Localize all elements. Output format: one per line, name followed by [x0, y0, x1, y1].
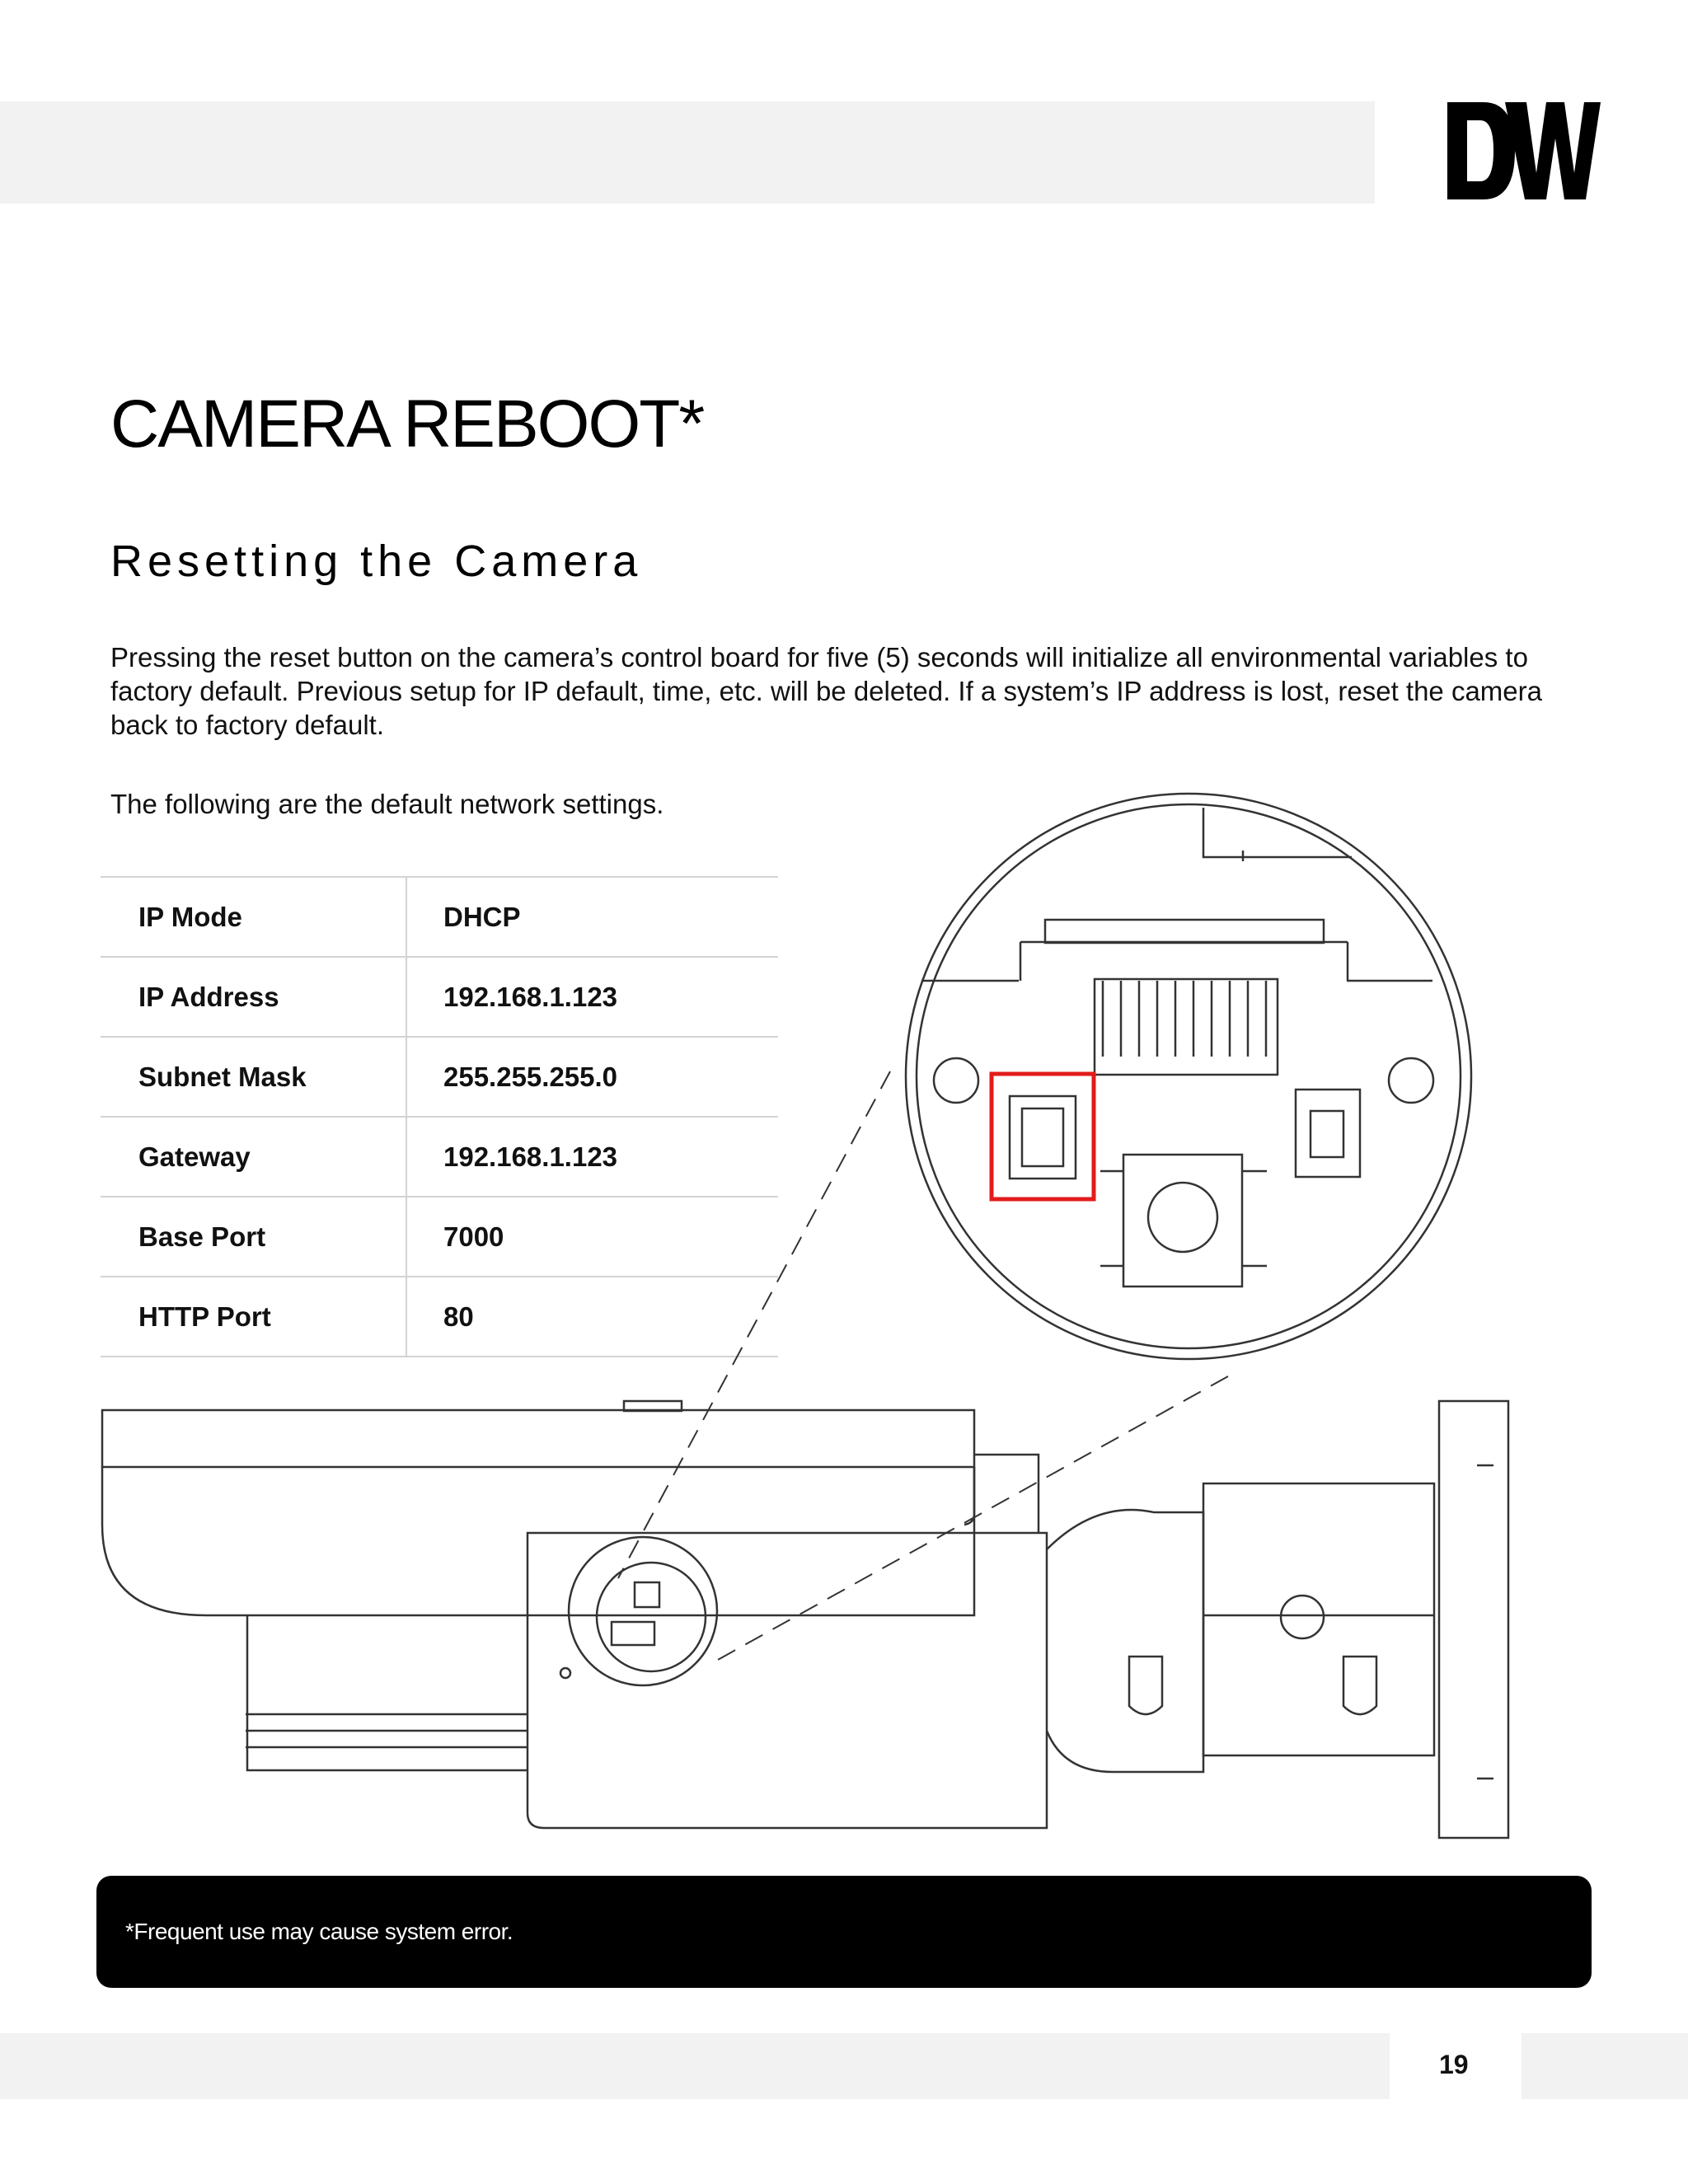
footnote-bar: *Frequent use may cause system error.	[96, 1876, 1592, 1988]
setting-value: 80	[406, 1276, 778, 1357]
guide-line-right	[708, 1376, 1229, 1666]
reset-button-outer	[1008, 1094, 1077, 1180]
footnote-text: *Frequent use may cause system error.	[125, 1919, 513, 1944]
footer-band-left	[0, 2033, 1390, 2099]
setting-value: 7000	[406, 1196, 778, 1277]
footer-band-right	[1522, 2033, 1688, 2099]
page-title: CAMERA REBOOT*	[110, 387, 705, 462]
connector-base	[1019, 940, 1349, 981]
body-paragraph: Pressing the reset button on the camera’…	[110, 642, 1542, 740]
adjust-knob	[622, 1399, 683, 1413]
mount-hole-left	[932, 1057, 980, 1104]
setting-label: Gateway	[101, 1116, 407, 1197]
zoom-callout	[904, 792, 1473, 1361]
zoom-circle-outer	[904, 792, 1473, 1361]
camera-housing-front	[246, 1615, 528, 1772]
housing-round-window	[567, 1535, 719, 1687]
housing-rear-edge	[974, 1453, 1040, 1533]
reset-button-highlight	[989, 1071, 1096, 1202]
setting-value: 192.168.1.123	[406, 1116, 778, 1197]
section-title: Resetting the Camera	[110, 537, 643, 586]
sun-shield-body	[101, 1467, 976, 1617]
header-band	[0, 101, 1375, 204]
mini-screw	[559, 1666, 572, 1680]
lens-module-tabs	[1100, 1169, 1267, 1268]
lens-circle	[1146, 1181, 1219, 1254]
default-network-settings-table: IP Mode DHCP IP Address 192.168.1.123 Su…	[101, 876, 778, 1357]
connector-pins	[1093, 977, 1279, 1076]
setting-value: DHCP	[406, 876, 778, 958]
reset-button-inner	[1020, 1107, 1065, 1168]
camera-housing-main	[526, 1531, 1048, 1830]
intro-line: The following are the default network se…	[110, 789, 664, 819]
side-connector	[1294, 1088, 1362, 1179]
mini-connector	[610, 1620, 656, 1647]
setting-value: 255.255.255.0	[406, 1036, 778, 1118]
connector-pin-lines	[1101, 981, 1268, 1057]
dw-logo	[1444, 97, 1601, 204]
table-row: HTTP Port 80	[101, 1276, 778, 1357]
table-row: IP Mode DHCP	[101, 876, 778, 958]
mount-base	[1202, 1482, 1436, 1757]
table-row: Gateway 192.168.1.123	[101, 1116, 778, 1197]
callout-guide-lines	[617, 1071, 1229, 1666]
setting-label: IP Address	[101, 956, 407, 1038]
mount-hole-right	[1387, 1057, 1435, 1104]
upper-edge-detail	[1202, 808, 1352, 861]
setting-label: IP Mode	[101, 876, 407, 958]
dw-logo-graphic	[1447, 102, 1601, 199]
table-row: IP Address 192.168.1.123	[101, 956, 778, 1038]
setting-label: Subnet Mask	[101, 1036, 407, 1118]
guide-line-left	[617, 1071, 891, 1579]
mount-arm	[1045, 1508, 1205, 1774]
camera-diagram	[101, 792, 1510, 1840]
lens-module	[1122, 1153, 1244, 1288]
mount-screw	[1279, 1594, 1325, 1640]
wall-plate-tabs	[1477, 1464, 1493, 1780]
mini-lens-module	[633, 1581, 661, 1609]
sun-shield-top	[101, 1408, 976, 1469]
mount-latches	[1128, 1655, 1378, 1716]
camera-body	[101, 1399, 1510, 1840]
mini-board	[595, 1561, 707, 1673]
setting-label: Base Port	[101, 1196, 407, 1277]
page-number: 19	[1439, 2050, 1469, 2079]
table-row: Base Port 7000	[101, 1196, 778, 1277]
setting-value: 192.168.1.123	[406, 956, 778, 1038]
wall-plate	[1437, 1399, 1510, 1840]
setting-label: HTTP Port	[101, 1276, 407, 1357]
housing-ridges	[246, 1713, 528, 1749]
connector-body	[1043, 918, 1325, 944]
table-row: Subnet Mask 255.255.255.0	[101, 1036, 778, 1118]
zoom-circle-inner	[915, 803, 1462, 1350]
side-connector-slot	[1309, 1109, 1345, 1159]
sun-shield-end	[964, 1467, 976, 1526]
